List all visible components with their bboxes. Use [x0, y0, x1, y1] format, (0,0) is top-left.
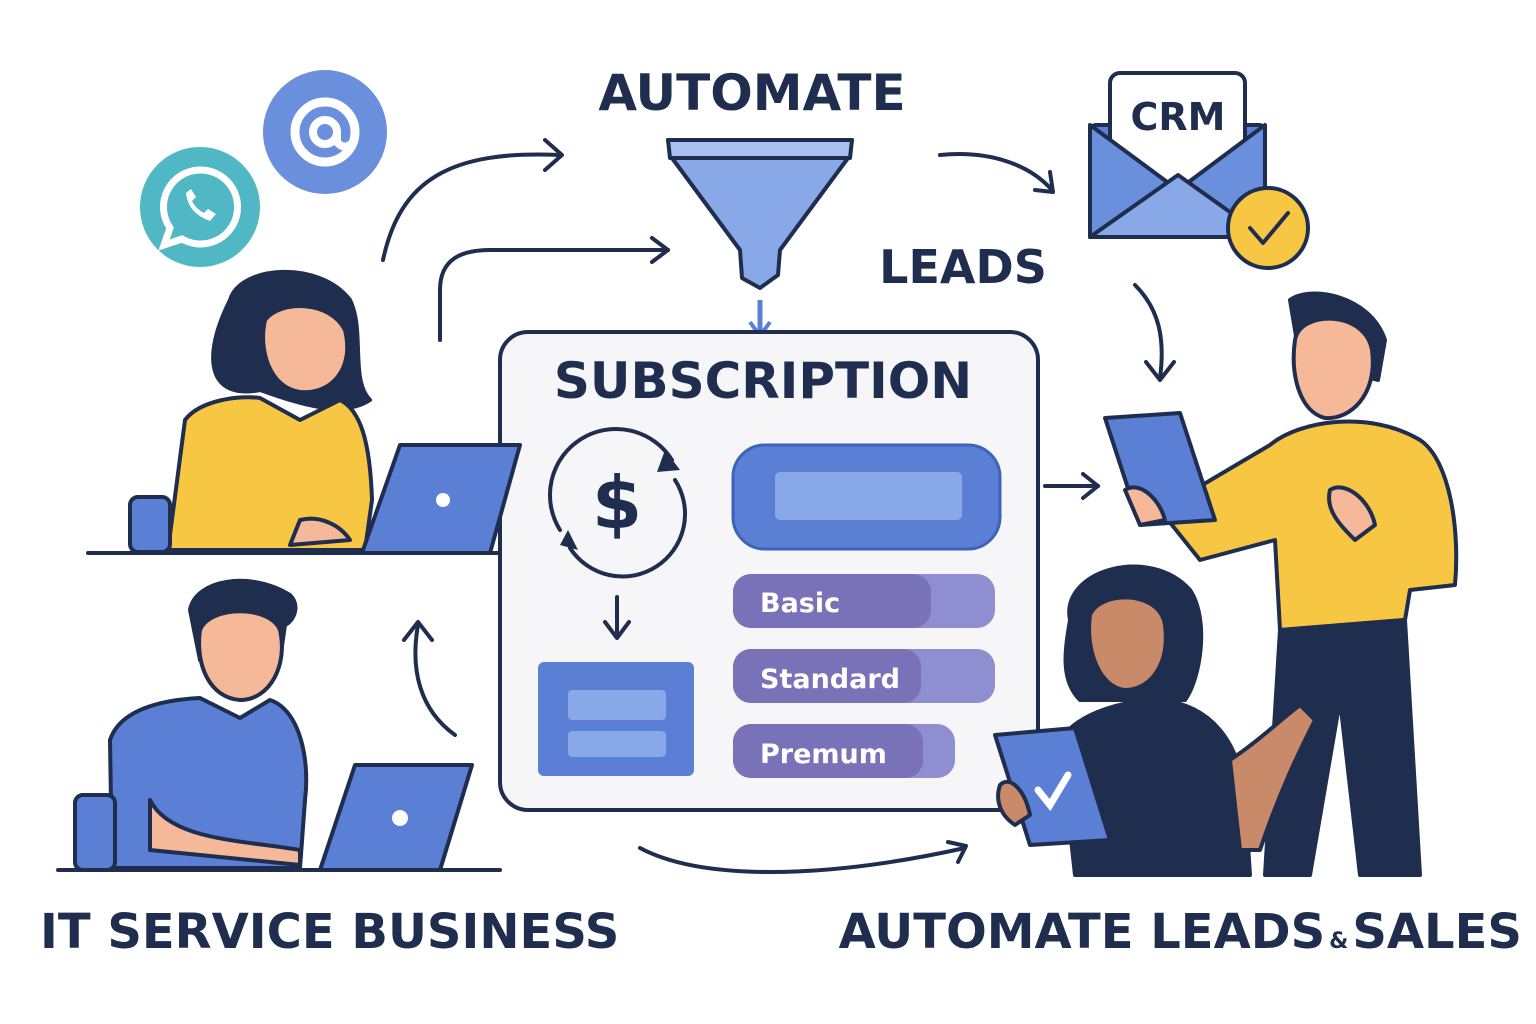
plan-standard[interactable]: Standard	[733, 649, 995, 703]
automate-leads-caption: AUTOMATE LEADS	[839, 904, 1326, 960]
man-with-tablet	[1103, 291, 1459, 877]
recurring-dollar-icon: $	[548, 426, 687, 579]
ampersand: &	[1329, 929, 1348, 954]
form-field	[568, 690, 666, 720]
arrow-to-crm	[938, 152, 1054, 192]
cta-field	[775, 472, 962, 520]
plan-label: Standard	[760, 664, 900, 695]
arrow-head	[946, 840, 968, 864]
subscription-card: SUBSCRIPTION $ Basic Standard Premum	[498, 330, 1040, 812]
envelope-icon: CRM	[1088, 71, 1267, 239]
arrow-head	[402, 620, 434, 642]
arrow-up	[413, 623, 457, 737]
automate-leads-sales-caption: AUTOMATE LEADS&SALES	[839, 904, 1522, 960]
woman-with-laptop	[86, 269, 522, 555]
arrow-head	[1081, 472, 1100, 500]
crm-label: CRM	[1131, 95, 1226, 139]
subscription-heading: SUBSCRIPTION	[554, 352, 972, 410]
plan-label: Premum	[760, 739, 887, 770]
plan-premium[interactable]: Premum	[733, 724, 955, 778]
woman-with-tablet	[993, 564, 1317, 877]
arrow-down-icon	[603, 595, 631, 640]
funnel-icon	[666, 138, 854, 290]
automate-heading: AUTOMATE	[598, 64, 905, 122]
dollar-symbol: $	[592, 461, 642, 545]
arrow-to-funnel	[438, 248, 670, 342]
man-with-laptop	[56, 578, 502, 872]
plan-basic[interactable]: Basic	[733, 574, 995, 628]
email-at-icon	[263, 70, 387, 194]
checkmark-badge-icon	[1226, 186, 1310, 270]
leads-heading: LEADS	[879, 240, 1047, 294]
arrow-curve	[381, 152, 562, 262]
arrow-head	[650, 236, 670, 264]
arrow-to-man	[1133, 283, 1164, 380]
flow-arrows	[381, 138, 1176, 874]
arrow-bottom	[638, 846, 967, 874]
sales-caption: SALES	[1352, 904, 1522, 960]
plan-label: Basic	[760, 588, 840, 619]
arrow-head	[543, 138, 564, 172]
form-field	[568, 731, 666, 757]
arrow-head	[1144, 360, 1176, 382]
it-service-business-caption: IT SERVICE BUSINESS	[40, 904, 619, 960]
arrow-head	[1033, 170, 1055, 194]
whatsapp-icon	[140, 147, 260, 267]
